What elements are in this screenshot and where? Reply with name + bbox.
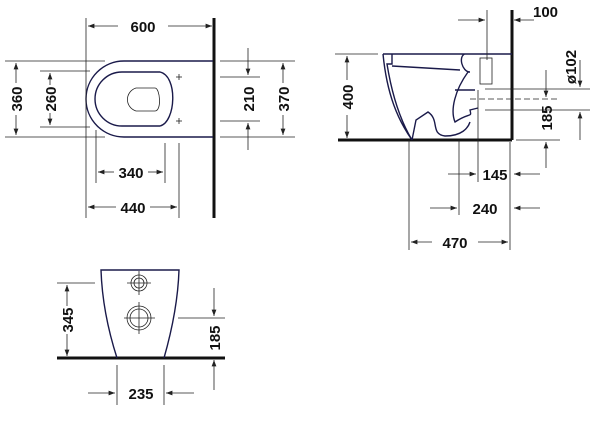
- side-view: 100 400 ø102 185 145 240 470: [335, 4, 590, 252]
- toilet-side-outline: [382, 53, 512, 141]
- dim-outlet-diameter: ø102: [563, 50, 580, 84]
- outlet-circle: [124, 302, 155, 334]
- inlet-circle: [127, 271, 151, 295]
- top-view: 600 360 260 210 370 340 440: [5, 18, 295, 218]
- dim-outlet-height: 185: [539, 105, 556, 130]
- dim-wall-width: 370: [276, 86, 293, 111]
- dim-height: 400: [340, 84, 357, 109]
- dim-fixing-distance: 240: [472, 201, 497, 218]
- dim-base-width: 235: [128, 386, 153, 403]
- dim-outlet-distance: 145: [482, 167, 507, 184]
- dim-fixing-spacing: 210: [241, 86, 258, 111]
- dim-height: 345: [60, 307, 77, 332]
- dim-outlet-height: 185: [207, 325, 224, 350]
- dim-fixing-distance: 440: [120, 200, 145, 217]
- seat-outline: [94, 71, 174, 127]
- screw-icon: [176, 74, 182, 124]
- dim-length: 470: [442, 235, 467, 252]
- dim-depth-inner: 260: [43, 86, 60, 111]
- rear-view: 345 185 235: [57, 269, 225, 405]
- dim-wall-offset: 100: [533, 4, 558, 21]
- dim-depth-outer: 360: [9, 86, 26, 111]
- dim-seat-length: 340: [118, 165, 143, 182]
- toilet-rear-outline: [100, 269, 180, 359]
- bowl-opening: [127, 87, 160, 112]
- flush-connector: [479, 57, 493, 85]
- dim-width: 600: [130, 19, 155, 36]
